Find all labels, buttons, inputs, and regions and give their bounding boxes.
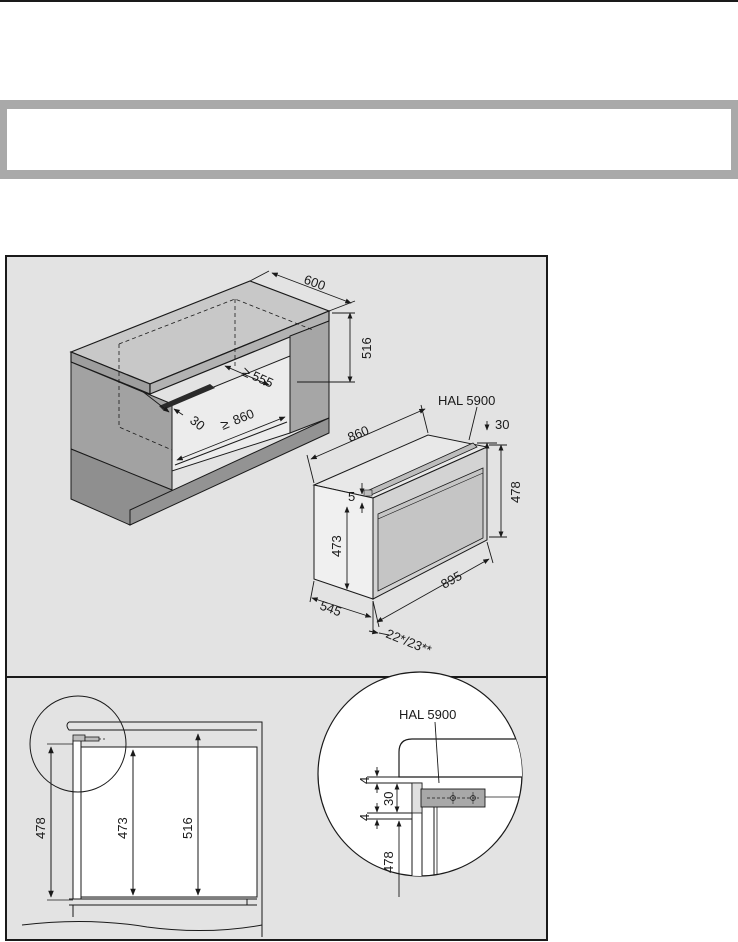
note-box [0,100,738,179]
label-detail-handle-height: 30 [381,792,396,806]
label-left-niche-height: 516 [180,817,195,839]
lower-right-detail: HAL 5900 4 30 4 478 [317,671,523,897]
label-appliance-body-height: 473 [329,535,344,557]
label-appliance-front-width: 895 [438,568,464,592]
label-cabinet-depth: 600 [302,272,328,294]
installation-figure: 600 516 ≥ 555 ≥ 860 30 [5,255,548,941]
cabinet-dimensions [141,270,356,461]
appliance-drawing [312,434,489,600]
label-left-body-height: 473 [115,817,130,839]
top-rule [0,0,738,2]
label-appliance-panel-gap: 5 [348,489,355,504]
label-detail-bottom-gap: 4 [357,814,372,821]
appliance-dimensions [306,404,507,636]
label-detail-total-height: 478 [381,851,396,873]
label-detail-top-gap: 4 [357,777,372,784]
label-detail-model: HAL 5900 [399,707,456,722]
label-appliance-model: HAL 5900 [438,393,495,408]
label-appliance-top-width: 860 [345,422,371,444]
installation-drawing: 600 516 ≥ 555 ≥ 860 30 [7,270,546,937]
label-appliance-depth: 545 [318,598,344,620]
upper-figure: 600 516 ≥ 555 ≥ 860 30 [7,270,546,678]
label-cabinet-height: 516 [359,337,374,359]
label-appliance-handle-height: 30 [495,417,509,432]
note-box-inner [7,109,731,170]
label-left-total-height: 478 [33,817,48,839]
cabinet-drawing [69,280,331,526]
label-appliance-total-height: 478 [508,481,523,503]
label-appliance-front-depth: 22*/23** [384,626,434,658]
lower-left-figure: 478 473 516 [21,695,263,937]
